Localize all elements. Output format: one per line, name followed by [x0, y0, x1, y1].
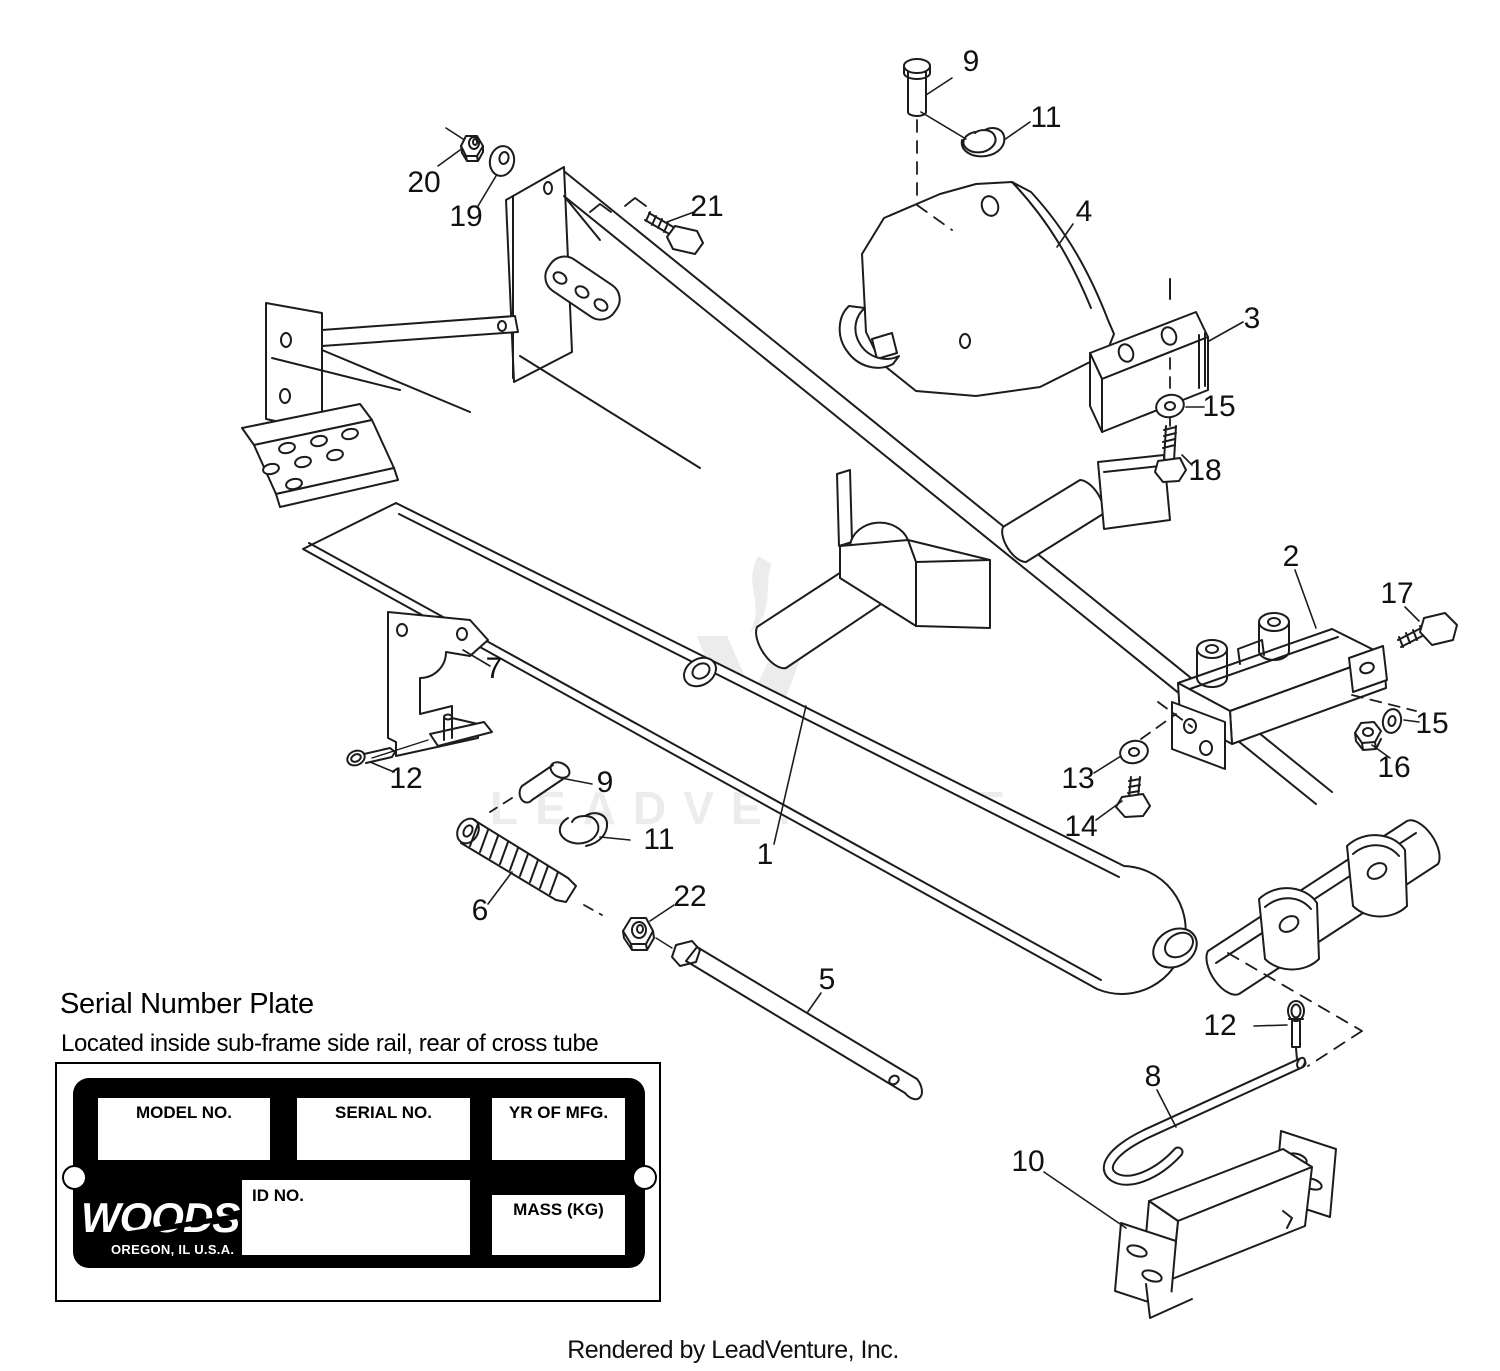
part-12-lynch-pin-right	[1287, 1000, 1305, 1061]
frame-rear-cross-tube	[1205, 819, 1441, 996]
callout-22: 22	[673, 880, 707, 913]
callout-7: 7	[485, 652, 503, 685]
part-11-hair-pin-top	[960, 127, 1006, 158]
model-no-field: MODEL NO.	[98, 1098, 270, 1160]
part-20-nut	[437, 127, 484, 167]
part-18-bolt	[1154, 425, 1187, 483]
part-17-bolt	[1397, 612, 1458, 648]
woods-logo-text: WOODS	[81, 1194, 240, 1241]
footer-credit: Rendered by LeadVenture, Inc.	[567, 1336, 899, 1364]
serial-no-label: SERIAL NO.	[335, 1103, 432, 1122]
frame-main-rail	[302, 502, 1198, 995]
part-19-washer	[488, 145, 516, 177]
serial-plate-graphic: MODEL NO. SERIAL NO. YR OF MFG. ID NO. M…	[55, 1062, 661, 1302]
callout-15-upper: 15	[1202, 390, 1236, 423]
callout-3: 3	[1243, 302, 1261, 335]
id-no-label: ID NO.	[252, 1186, 304, 1205]
callout-15-lower: 15	[1415, 707, 1449, 740]
part-9-clevis-pin-top	[903, 58, 967, 231]
part-15-washer-upper	[1155, 357, 1185, 427]
callout-5: 5	[818, 963, 836, 996]
frame-upright-plate	[505, 166, 621, 383]
woods-logo: WOODS OREGON, IL U.S.A.	[81, 1194, 251, 1257]
callout-13: 13	[1061, 762, 1095, 795]
callout-1: 1	[756, 838, 774, 871]
mass-kg-field: MASS (KG)	[492, 1195, 625, 1255]
year-of-mfg-label: YR OF MFG.	[508, 1103, 609, 1122]
part-2-channel-bracket	[1157, 612, 1417, 770]
year-of-mfg-field: YR OF MFG.	[492, 1098, 625, 1160]
part-14-bolt	[1115, 776, 1151, 818]
callout-9-mid: 9	[596, 766, 614, 799]
part-16-nut	[1354, 721, 1382, 751]
callout-16: 16	[1377, 751, 1411, 784]
plate-mounting-hole-left	[62, 1165, 87, 1190]
callout-10: 10	[1011, 1145, 1045, 1178]
callout-12-left: 12	[389, 762, 423, 795]
part-7-bracket	[387, 611, 493, 757]
callout-6: 6	[471, 894, 489, 927]
id-no-field: ID NO.	[242, 1180, 470, 1255]
serial-no-field: SERIAL NO.	[297, 1098, 470, 1160]
callout-2: 2	[1282, 540, 1300, 573]
serial-plate-subtitle: Located inside sub-frame side rail, rear…	[61, 1030, 599, 1057]
part-12-lynch-pin-left	[346, 739, 429, 767]
callout-14: 14	[1064, 810, 1098, 843]
callout-20: 20	[407, 166, 441, 199]
callout-12-right: 12	[1203, 1009, 1237, 1042]
part-21-bolt	[589, 197, 704, 255]
callout-21: 21	[690, 190, 724, 223]
part-15-washer-lower	[1381, 708, 1403, 734]
part-10-tube-weldment	[1114, 1130, 1337, 1319]
mass-kg-label: MASS (KG)	[513, 1200, 604, 1219]
model-no-label: MODEL NO.	[135, 1103, 233, 1122]
part-9-clevis-pin-mid	[489, 761, 571, 813]
callout-11-top: 11	[1030, 101, 1062, 134]
callout-8: 8	[1144, 1060, 1162, 1093]
part-8-handle-rod	[1102, 1056, 1307, 1186]
callout-4: 4	[1075, 195, 1093, 228]
part-22-nut	[622, 917, 655, 951]
part-6-spring-bolt	[456, 817, 603, 916]
part-5-rod	[655, 937, 923, 1101]
callout-17: 17	[1380, 577, 1414, 610]
callout-leader-lines	[369, 77, 1420, 1229]
plate-mounting-hole-right	[632, 1165, 657, 1190]
frame-left-end	[241, 302, 701, 508]
frame-center-tube	[755, 454, 1171, 670]
serial-plate-title: Serial Number Plate	[60, 988, 314, 1020]
part-3-strap	[1089, 278, 1209, 433]
alignment-dashes	[1227, 952, 1363, 1067]
callout-9-top: 9	[962, 45, 980, 78]
serial-plate: MODEL NO. SERIAL NO. YR OF MFG. ID NO. M…	[62, 1078, 657, 1268]
callout-19: 19	[449, 200, 483, 233]
part-4-bracket	[838, 181, 1115, 397]
callout-18: 18	[1188, 454, 1222, 487]
part-11-hair-pin-mid	[558, 812, 609, 847]
woods-location-text: OREGON, IL U.S.A.	[111, 1242, 235, 1257]
part-13-washer	[1119, 713, 1177, 765]
callout-11-mid: 11	[643, 823, 675, 856]
